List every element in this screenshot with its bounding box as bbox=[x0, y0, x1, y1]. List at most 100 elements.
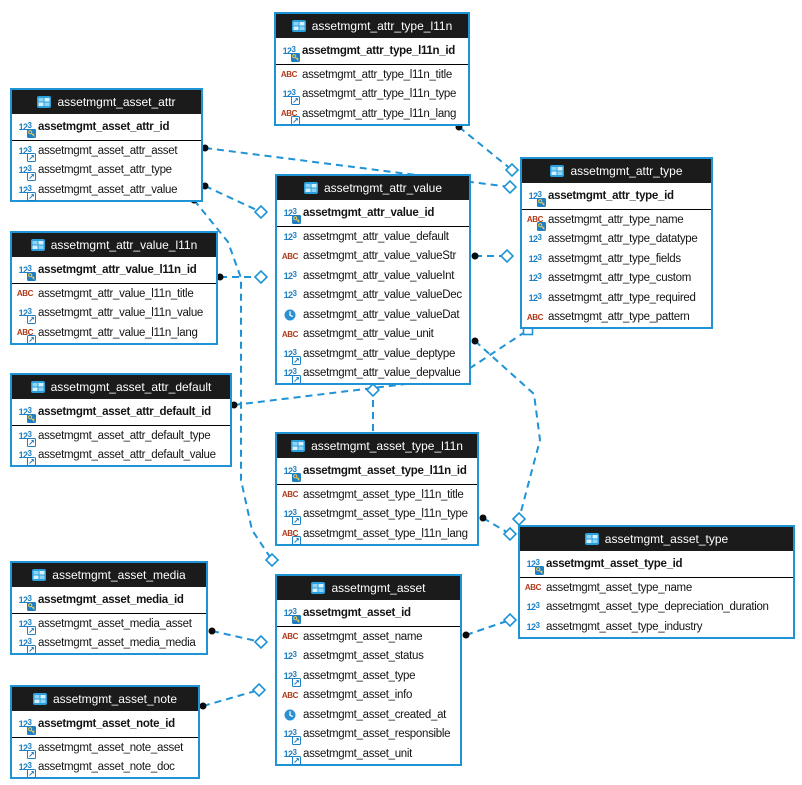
field-name: assetmgmt_asset_unit bbox=[303, 747, 413, 760]
field-row-assetmgmt_attr_value_valueDat[interactable]: assetmgmt_attr_value_valueDat bbox=[277, 305, 469, 325]
table-header[interactable]: assetmgmt_asset_attr_default bbox=[12, 375, 230, 399]
field-name: assetmgmt_asset_name bbox=[303, 630, 423, 643]
table-header[interactable]: assetmgmt_attr_type bbox=[522, 159, 711, 183]
table-header[interactable]: assetmgmt_asset_media bbox=[12, 563, 206, 587]
relation-line[interactable] bbox=[458, 126, 513, 171]
relation-assetmgmt_attr_value__assetmgmt_attr_type[interactable] bbox=[471, 248, 515, 264]
table-header[interactable]: assetmgmt_attr_type_l11n bbox=[276, 14, 468, 38]
relation-assetmgmt_attr_value__assetmgmt_asset_type[interactable] bbox=[471, 337, 542, 527]
relation-line[interactable] bbox=[211, 630, 262, 643]
table-header[interactable]: assetmgmt_asset bbox=[277, 576, 460, 600]
table-header[interactable]: assetmgmt_asset_type bbox=[520, 527, 793, 551]
relation-line[interactable] bbox=[465, 619, 511, 636]
relation-line[interactable] bbox=[482, 517, 511, 535]
relation-assetmgmt_asset_attr__assetmgmt_asset[interactable] bbox=[190, 196, 280, 568]
numeric-type-glyph: 123 bbox=[528, 233, 542, 245]
table-header[interactable]: assetmgmt_attr_value bbox=[277, 176, 469, 200]
relation-line[interactable] bbox=[193, 199, 273, 561]
table-header[interactable]: assetmgmt_asset_note bbox=[12, 687, 198, 711]
table-header[interactable]: assetmgmt_asset_type_l11n bbox=[277, 434, 477, 458]
relation-assetmgmt_asset_attr__assetmgmt_attr_value[interactable] bbox=[201, 182, 269, 220]
relation-line[interactable] bbox=[202, 689, 260, 707]
table-header[interactable]: assetmgmt_asset_attr bbox=[12, 90, 201, 114]
relation-assetmgmt_asset__assetmgmt_asset_type[interactable] bbox=[462, 612, 518, 639]
relation-assetmgmt_attr_type_l11n__assetmgmt_attr_type[interactable] bbox=[455, 123, 520, 178]
relation-line[interactable] bbox=[474, 340, 542, 520]
field-name: assetmgmt_attr_value_l11n_id bbox=[38, 264, 197, 276]
table-header[interactable]: assetmgmt_attr_value_l11n bbox=[12, 233, 216, 257]
relation-assetmgmt_asset_type_l11n__assetmgmt_asset_type[interactable] bbox=[479, 514, 518, 542]
relation-line[interactable] bbox=[204, 185, 262, 213]
relation-assetmgmt_attr_value_l11n__assetmgmt_attr_value[interactable] bbox=[216, 269, 269, 285]
numeric-type-icon: 123 bbox=[278, 43, 300, 62]
relation-assetmgmt_asset_note__assetmgmt_asset[interactable] bbox=[199, 682, 267, 710]
field-row-assetmgmt_asset_created_at[interactable]: assetmgmt_asset_created_at bbox=[277, 705, 460, 725]
relation-assetmgmt_asset_media__assetmgmt_asset[interactable] bbox=[208, 627, 269, 650]
field-name: assetmgmt_attr_value_default bbox=[303, 230, 449, 243]
relation-assetmgmt_asset_type_l11n__assetmgmt_attr_value[interactable] bbox=[365, 382, 381, 431]
